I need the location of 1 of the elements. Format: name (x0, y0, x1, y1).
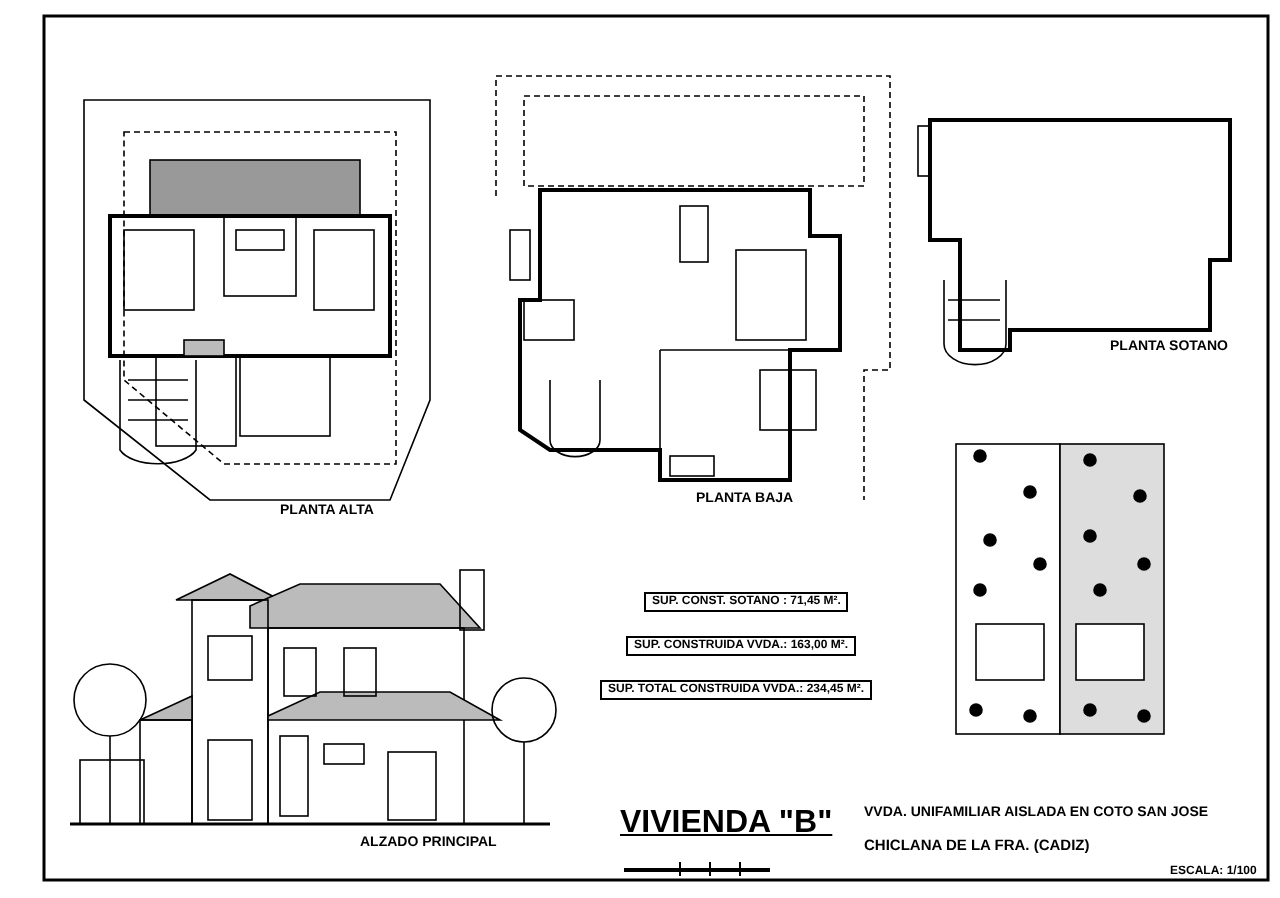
sheet-title: VIVIENDA "B" (620, 806, 833, 842)
